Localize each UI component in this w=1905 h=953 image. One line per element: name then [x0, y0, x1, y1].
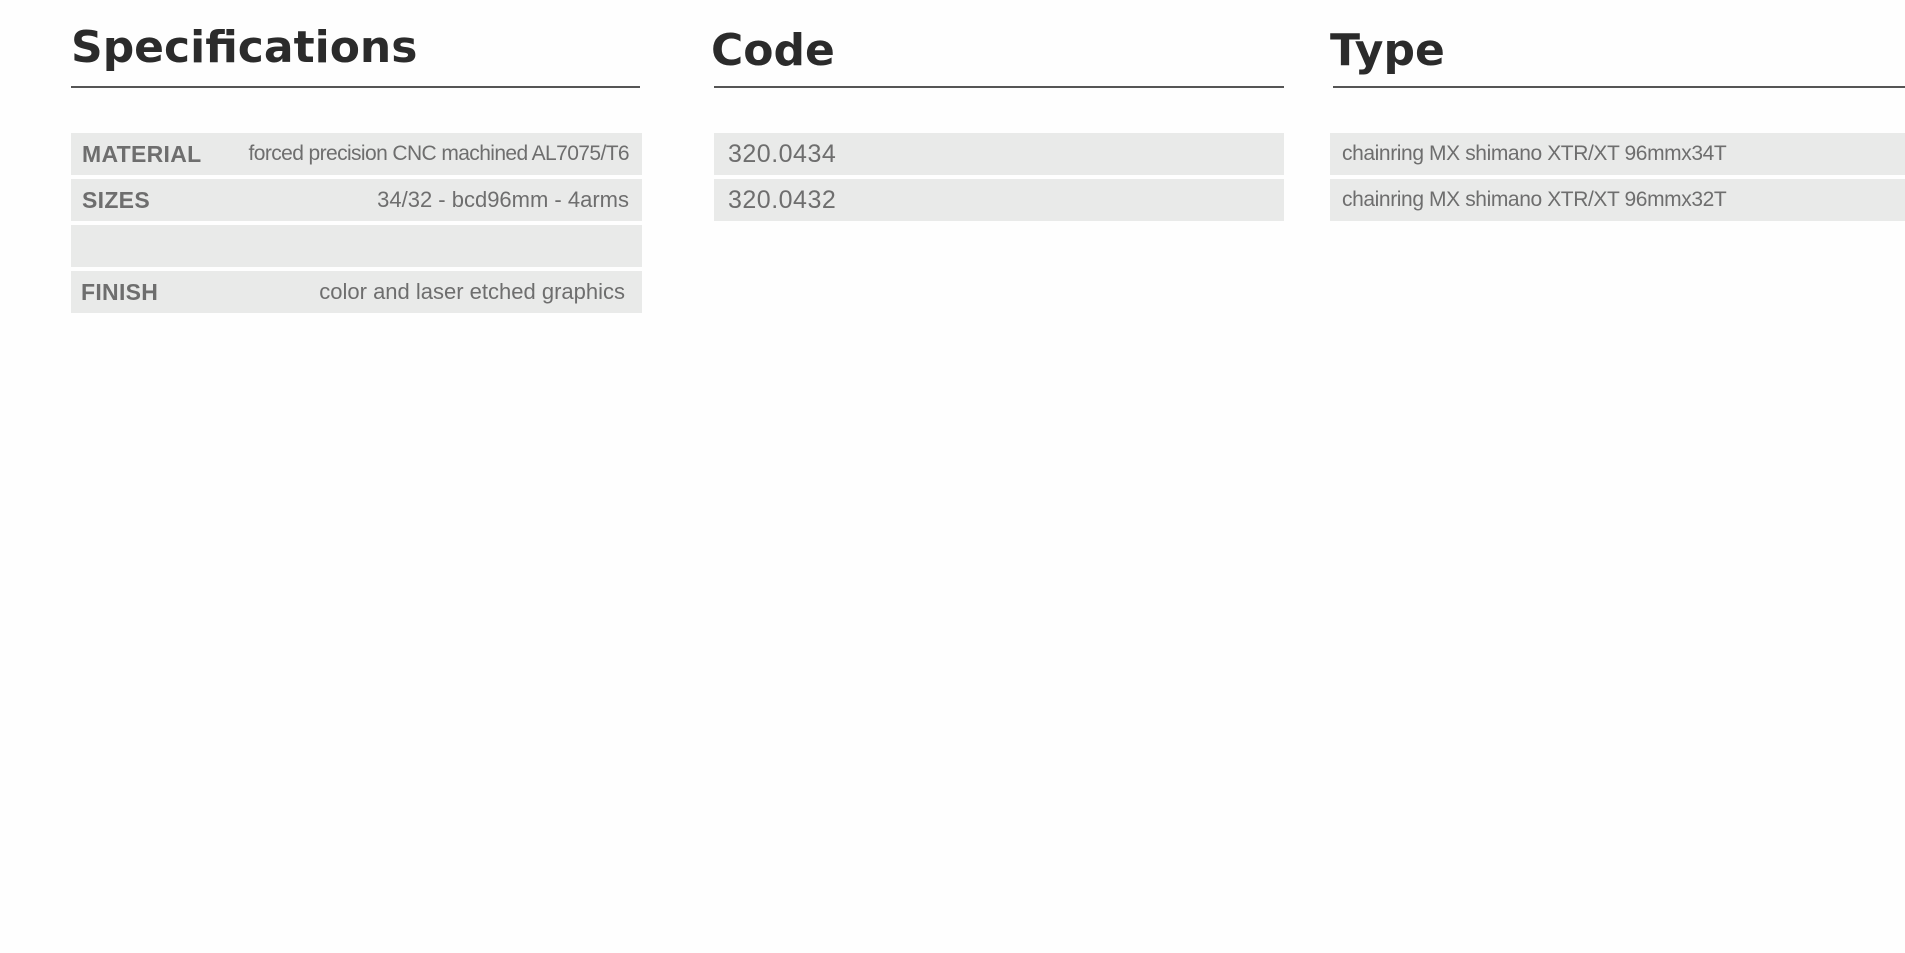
spec-row-sizes: SIZES 34/32 - bcd96mm - 4arms	[71, 179, 642, 221]
type-row: chainring MX shimano XTR/XT 96mmx34T	[1330, 133, 1905, 175]
type-value: chainring MX shimano XTR/XT 96mmx34T	[1342, 142, 1727, 165]
spec-row-finish: FINISH color and laser etched graphics	[71, 271, 642, 313]
type-divider	[1333, 86, 1905, 88]
code-row: 320.0434	[714, 133, 1284, 175]
code-value: 320.0432	[728, 185, 837, 214]
specifications-divider	[71, 86, 640, 88]
spec-label: FINISH	[81, 278, 159, 305]
code-divider	[714, 86, 1284, 88]
type-heading: Type	[1330, 25, 1445, 76]
type-row: chainring MX shimano XTR/XT 96mmx32T	[1330, 179, 1905, 221]
spec-label: SIZES	[82, 186, 150, 213]
spec-value: color and laser etched graphics	[319, 279, 625, 304]
type-value: chainring MX shimano XTR/XT 96mmx32T	[1342, 188, 1727, 211]
spec-row-material: MATERIAL forced precision CNC machined A…	[71, 133, 642, 175]
specifications-heading: Specifications	[71, 22, 418, 73]
spec-value: forced precision CNC machined AL7075/T6	[248, 142, 630, 165]
spec-value: 34/32 - bcd96mm - 4arms	[377, 187, 629, 212]
spec-row-empty	[71, 225, 642, 267]
code-heading: Code	[711, 25, 835, 76]
spec-label: MATERIAL	[82, 140, 202, 167]
code-value: 320.0434	[728, 139, 837, 168]
code-row: 320.0432	[714, 179, 1284, 221]
